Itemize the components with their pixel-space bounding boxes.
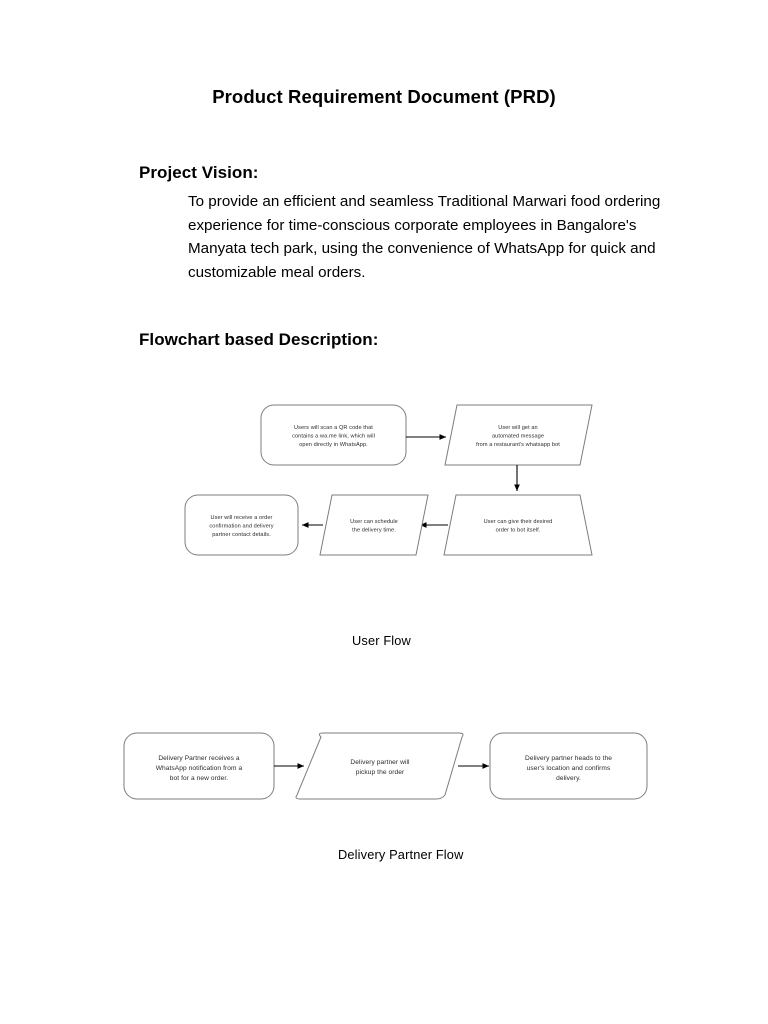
flowchart-user-flow: Users will scan a QR code that contains … [180,395,600,565]
node-partner-pickup-shape [295,732,464,800]
node-partner-delivers: Delivery partner heads to the user's loc… [489,732,648,800]
node-give-order-line-2: order to bot itself. [496,528,541,534]
node-schedule-delivery-line-1: User can schedule [350,519,398,525]
section-heading-flowchart-description: Flowchart based Description: [139,330,379,349]
node-scan-qr: Users will scan a QR code that contains … [260,404,407,466]
node-partner-notified-line-1: Delivery Partner receives a [158,755,240,762]
project-vision-body: To provide an efficient and seamless Tra… [188,193,661,281]
node-schedule-delivery-line-2: the delivery time. [352,528,396,534]
flowchart-caption-delivery-partner-flow: Delivery Partner Flow [338,847,464,862]
node-scan-qr-line-1: Users will scan a QR code that [294,425,373,431]
node-partner-notified: Delivery Partner receives a WhatsApp not… [123,732,275,800]
node-partner-delivers-line-3: delivery. [556,775,581,782]
node-partner-notified-line-2: WhatsApp notification from a [156,765,243,772]
node-order-confirmation: User will receive a order confirmation a… [184,494,299,556]
node-order-confirmation-line-2: confirmation and delivery [209,524,273,530]
node-partner-delivers-line-2: user's location and confirms [527,765,611,772]
node-order-confirmation-line-1: User will receive a order [211,515,273,521]
user-flow-diagram: Users will scan a QR code that contains … [184,404,593,556]
flowchart-delivery-partner-flow: Delivery Partner receives a WhatsApp not… [118,725,658,810]
page-title: Product Requirement Document (PRD) [212,86,556,107]
node-partner-delivers-line-1: Delivery partner heads to the [525,755,612,762]
node-scan-qr-shape [260,404,407,466]
node-partner-pickup-line-1: Delivery partner will [350,759,410,766]
node-order-confirmation-shape [184,494,299,556]
node-automated-message: User will get an automated message from … [444,404,593,466]
node-schedule-delivery: User can schedule the delivery time. [319,494,429,556]
node-automated-message-shape [444,404,593,466]
node-automated-message-line-3: from a restaurant's whatsapp bot [476,442,560,448]
node-scan-qr-line-3: open directly in WhatsApp. [299,442,368,448]
delivery-partner-flow-diagram: Delivery Partner receives a WhatsApp not… [123,732,648,800]
node-partner-notified-line-3: bot for a new order. [170,775,229,782]
node-partner-pickup-line-2: pickup the order [356,769,405,776]
node-automated-message-line-1: User will get an [498,425,538,431]
node-order-confirmation-line-3: partner contact details. [212,532,271,538]
node-schedule-delivery-shape [319,494,429,556]
node-give-order-shape [443,494,593,556]
node-automated-message-line-2: automated message [492,434,544,440]
node-give-order: User can give their desired order to bot… [443,494,593,556]
node-partner-delivers-shape [489,732,648,800]
flowchart-caption-user-flow: User Flow [352,633,411,648]
node-give-order-line-1: User can give their desired [484,519,553,525]
section-heading-project-vision: Project Vision: [139,163,259,182]
node-scan-qr-line-2: contains a wa.me link, which will [292,434,375,440]
node-partner-pickup: Delivery partner will pickup the order [295,732,464,800]
